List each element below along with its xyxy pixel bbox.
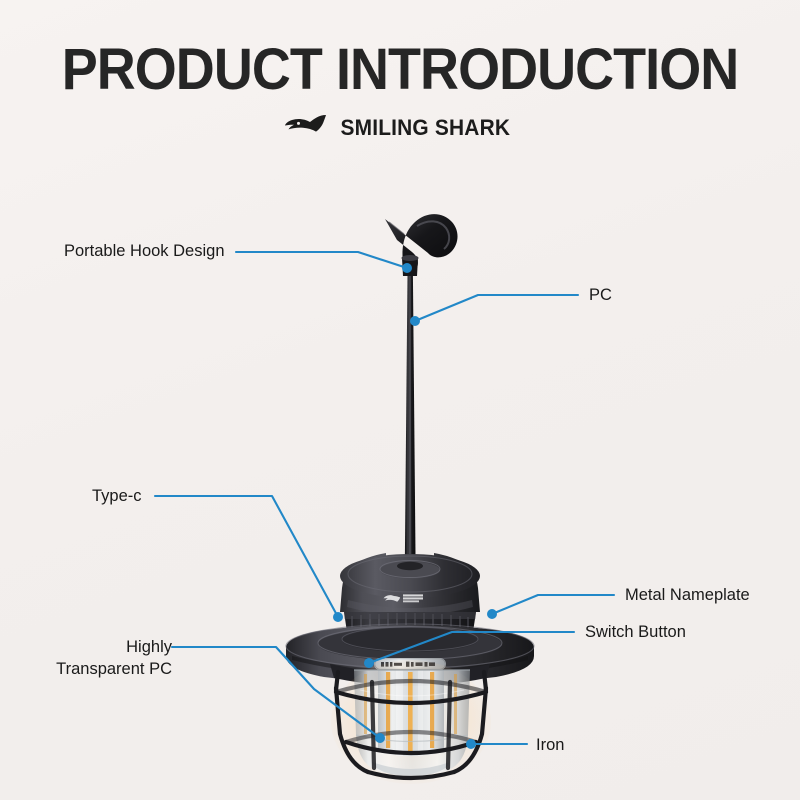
hanging-pole bbox=[404, 262, 416, 566]
callout-label-metal-nameplate[interactable]: Metal Nameplate bbox=[625, 586, 750, 604]
brand-name: SMILING SHARK bbox=[340, 114, 511, 140]
callout-label-switch-button[interactable]: Switch Button bbox=[585, 623, 686, 641]
callout-label-pc[interactable]: PC bbox=[589, 286, 612, 304]
callout-label-line-2: Transparent PC bbox=[56, 660, 172, 679]
callout-label-type-c[interactable]: Type-c bbox=[92, 487, 142, 505]
callout-label-portable-hook-design[interactable]: Portable Hook Design bbox=[64, 242, 225, 260]
hook bbox=[385, 214, 458, 276]
callout-label-line-1: Highly bbox=[126, 638, 172, 656]
shark-icon bbox=[285, 113, 327, 142]
top-cap bbox=[340, 553, 480, 616]
callout-label-iron[interactable]: Iron bbox=[536, 736, 565, 754]
smiling-shark-logo bbox=[383, 594, 423, 603]
callout-label-highly-transparent-pc[interactable]: Highly Transparent PC bbox=[18, 636, 172, 681]
brand-lockup: SMILING SHARK bbox=[0, 113, 800, 142]
page-title: PRODUCT INTRODUCTION bbox=[61, 37, 740, 102]
